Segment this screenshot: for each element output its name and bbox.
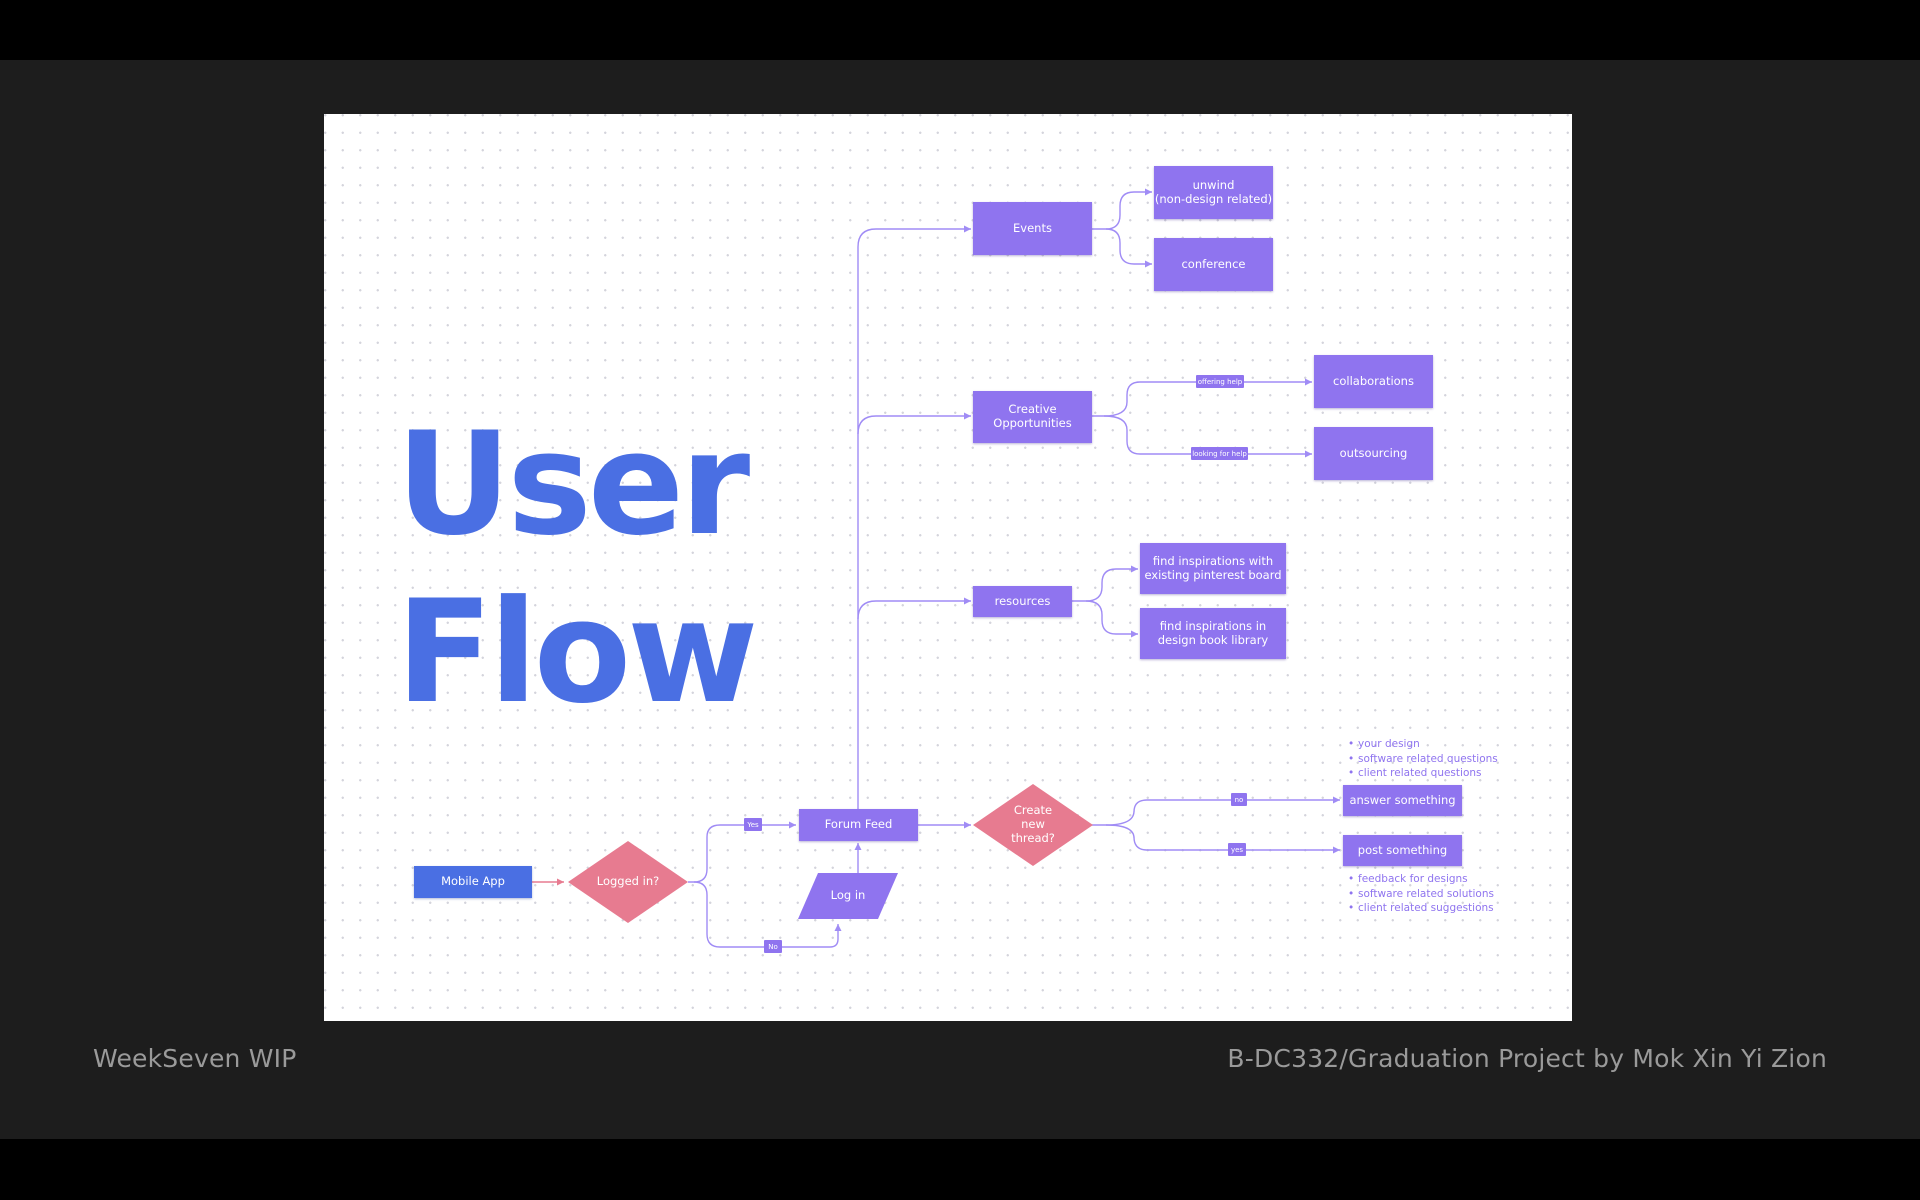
node-collaborations: collaborations xyxy=(1314,355,1433,408)
answer-bullet: your design xyxy=(1348,737,1498,752)
node-mobile-app: Mobile App xyxy=(414,866,532,898)
edge-label-no-answer: no xyxy=(1231,793,1247,806)
edge-label-looking-for-help: looking for help xyxy=(1191,447,1248,460)
post-bullet: feedback for designs xyxy=(1348,872,1494,887)
footer-project-credit: B-DC332/Graduation Project by Mok Xin Yi… xyxy=(1227,1044,1827,1073)
node-library-label: find inspirations in design book library xyxy=(1157,618,1269,647)
node-pinterest: find inspirations with existing pinteres… xyxy=(1140,543,1286,594)
node-library: find inspirations in design book library xyxy=(1140,608,1286,659)
connectors xyxy=(532,188,1340,948)
node-pinterest-label: find inspirations with existing pinteres… xyxy=(1144,553,1282,582)
edge-label-yes: Yes xyxy=(744,818,762,831)
node-creative-opportunities: Creative Opportunities xyxy=(973,391,1092,443)
node-outsourcing: outsourcing xyxy=(1314,427,1433,480)
edge-label-no: No xyxy=(764,940,782,953)
footer-week-label: WeekSeven WIP xyxy=(93,1044,297,1073)
title-line-1: User xyxy=(396,402,750,567)
node-post-something: post something xyxy=(1343,835,1462,866)
node-forum-feed: Forum Feed xyxy=(799,809,918,841)
node-unwind: unwind (non-design related) xyxy=(1154,166,1273,219)
edge-label-yes-post: yes xyxy=(1228,843,1246,856)
node-log-in: Log in xyxy=(798,873,898,919)
letterbox-top xyxy=(0,0,1920,60)
flowchart-board: User Flow xyxy=(324,114,1572,1021)
post-bullet: client related suggestions xyxy=(1348,901,1494,916)
answer-bullet-list: your design software related questions c… xyxy=(1348,737,1498,781)
node-events: Events xyxy=(973,202,1092,255)
post-bullet: software related solutions xyxy=(1348,887,1494,902)
answer-bullet: software related questions xyxy=(1348,752,1498,767)
title-line-2: Flow xyxy=(396,570,758,735)
node-resources: resources xyxy=(973,586,1072,617)
post-bullet-list: feedback for designs software related so… xyxy=(1348,872,1494,916)
letterbox-bottom xyxy=(0,1139,1920,1200)
node-answer-something: answer something xyxy=(1343,785,1462,816)
answer-bullet: client related questions xyxy=(1348,766,1498,781)
edge-label-offering-help: offering help xyxy=(1196,375,1244,388)
node-conference: conference xyxy=(1154,238,1273,291)
node-unwind-label: unwind (non-design related) xyxy=(1154,177,1273,206)
node-creative-label: Creative Opportunities xyxy=(993,402,1072,430)
